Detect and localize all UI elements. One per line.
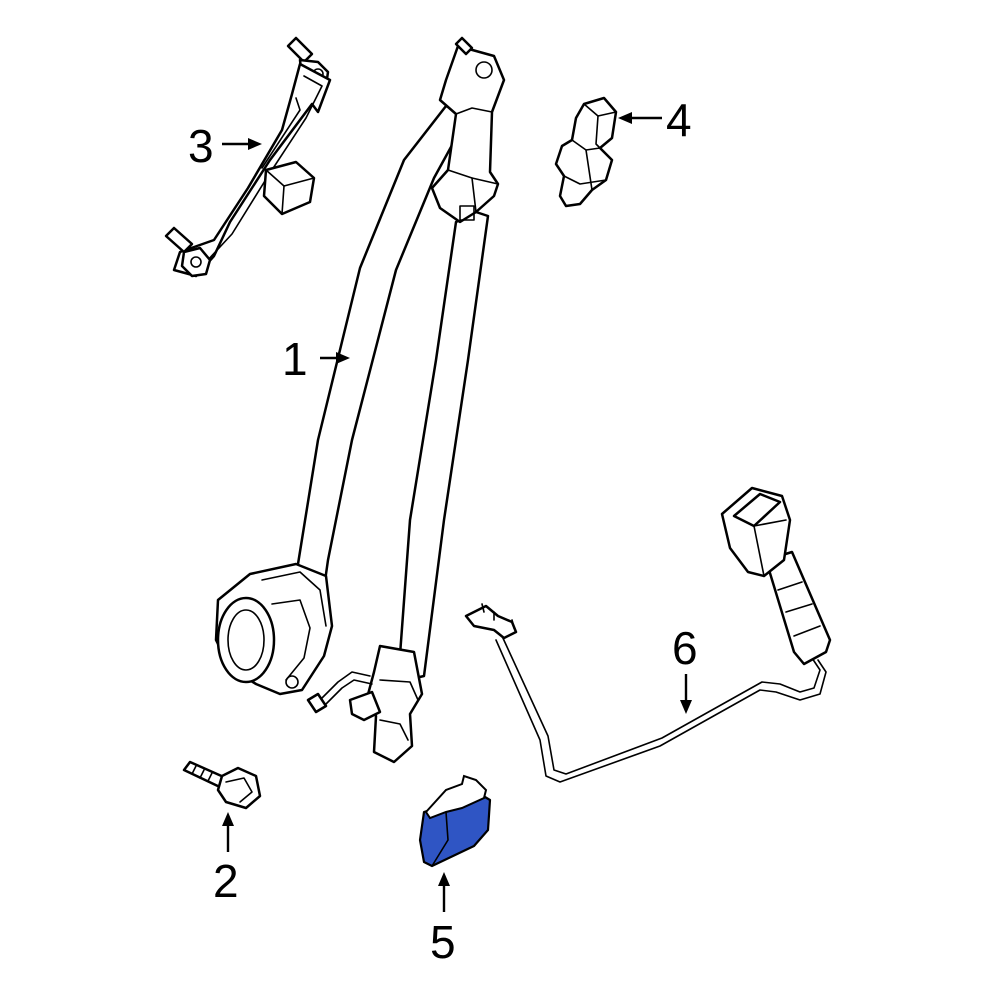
callout-label-2: 2 <box>213 855 239 907</box>
part-6-buckle[interactable] <box>464 486 832 783</box>
part-1-belt-retractor[interactable] <box>214 36 506 764</box>
part-5-cover-highlighted[interactable] <box>418 774 492 868</box>
callout-label-1: 1 <box>282 333 308 385</box>
callout-label-5: 5 <box>430 916 456 968</box>
part-3-bracket[interactable] <box>164 36 332 278</box>
callout-arrow-1 <box>320 352 350 364</box>
part-2-bolt[interactable] <box>182 760 262 810</box>
callout-arrow-4 <box>618 112 662 124</box>
callout-label-4: 4 <box>666 94 692 146</box>
callout-arrow-2 <box>222 812 234 852</box>
callout-arrow-5 <box>438 872 450 912</box>
callout-label-6: 6 <box>672 622 698 674</box>
callout-arrow-6 <box>680 674 692 714</box>
part-4-guide-cover[interactable] <box>554 96 618 208</box>
callout-arrow-3 <box>222 138 262 150</box>
callout-label-3: 3 <box>188 120 214 172</box>
